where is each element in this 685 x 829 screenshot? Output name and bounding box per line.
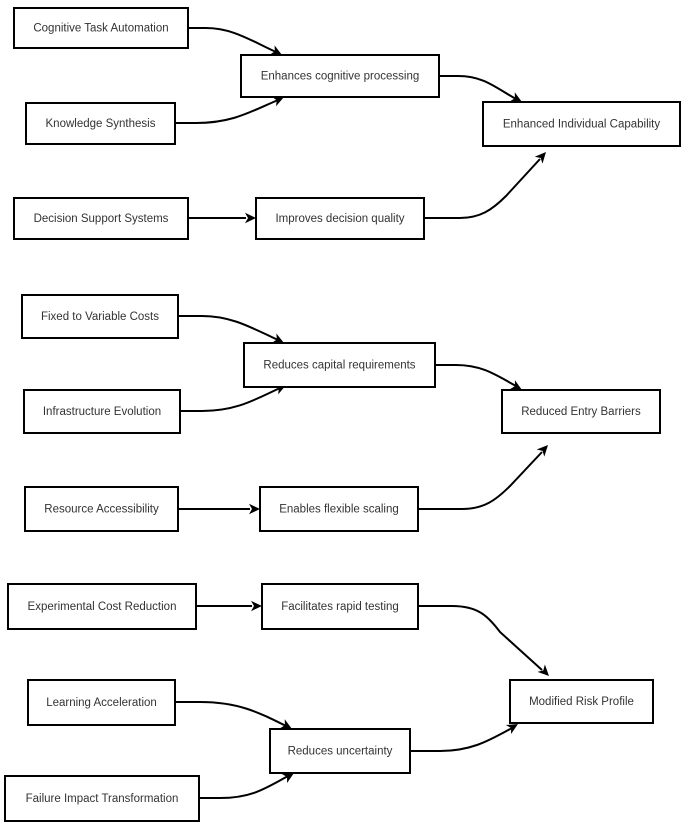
arrow-head-icon (281, 773, 294, 784)
node-label: Reduces capital requirements (263, 360, 415, 372)
arrow-head-icon (249, 503, 260, 515)
edge-experimental-cost-to-rapid-testing (196, 600, 262, 612)
edge-fixed-costs-to-reduces-capital (178, 315, 284, 343)
node-enables-flexible-scaling[interactable]: Enables flexible scaling (259, 486, 419, 532)
node-label: Experimental Cost Reduction (28, 601, 177, 613)
node-label: Modified Risk Profile (529, 696, 634, 708)
edge-line (175, 99, 279, 124)
node-label: Failure Impact Transformation (26, 793, 179, 805)
edge-decision-support-to-improves (188, 212, 256, 224)
node-label: Facilitates rapid testing (281, 601, 399, 613)
node-label: Cognitive Task Automation (33, 23, 168, 35)
edge-enhances-to-enhanced-capability (439, 75, 522, 102)
edge-rapid-testing-to-risk-profile (418, 605, 549, 676)
edge-line (188, 27, 277, 53)
node-fixed-to-variable-costs[interactable]: Fixed to Variable Costs (21, 294, 179, 339)
edge-line (418, 605, 543, 671)
node-reduces-capital-requirements[interactable]: Reduces capital requirements (243, 342, 436, 388)
edge-knowledge-synthesis-to-enhances (175, 96, 284, 124)
node-box[interactable] (261, 583, 419, 630)
node-label: Enhanced Individual Capability (503, 119, 661, 131)
edge-flexible-scaling-to-entry-barriers (418, 445, 548, 510)
arrow-head-icon (509, 380, 522, 390)
node-box[interactable] (259, 486, 419, 532)
cluster-risk-profile-cluster: Experimental Cost Reduction Facilitates r… (4, 583, 654, 822)
node-label: Enhances cognitive processing (261, 71, 420, 83)
arrow-head-icon (505, 724, 518, 735)
node-cognitive-task-automation[interactable]: Cognitive Task Automation (13, 7, 189, 49)
edge-learning-accel-to-reduces-uncertainty (175, 701, 292, 729)
node-label: Infrastructure Evolution (43, 406, 161, 418)
edge-line (418, 451, 543, 510)
node-label: Resource Accessibility (44, 504, 159, 516)
node-enhances-cognitive-processing[interactable]: Enhances cognitive processing (240, 54, 440, 98)
node-label: Learning Acceleration (46, 697, 157, 709)
arrow-head-icon (279, 719, 292, 729)
node-box[interactable] (4, 775, 200, 822)
node-learning-acceleration[interactable]: Learning Acceleration (27, 679, 176, 726)
node-box[interactable] (13, 197, 189, 240)
edge-line (178, 315, 279, 341)
edge-line (180, 387, 281, 412)
node-label: Fixed to Variable Costs (41, 311, 159, 323)
arrow-head-icon (251, 600, 262, 612)
edge-line (439, 75, 517, 100)
node-label: Knowledge Synthesis (46, 118, 156, 130)
arrow-head-icon (271, 333, 284, 343)
edge-line (410, 727, 513, 752)
edge-line (199, 775, 289, 799)
edge-reduces-capital-to-entry-barriers (435, 364, 522, 390)
node-label: Improves decision quality (275, 213, 404, 225)
node-box[interactable] (24, 486, 179, 532)
node-box[interactable] (255, 197, 425, 240)
node-box[interactable] (13, 7, 189, 49)
arrow-head-icon (245, 212, 256, 224)
node-box[interactable] (482, 101, 681, 147)
node-box[interactable] (509, 679, 654, 724)
node-box[interactable] (269, 728, 411, 774)
node-reduces-uncertainty[interactable]: Reduces uncertainty (269, 728, 411, 774)
arrow-head-icon (537, 664, 549, 676)
edge-failure-impact-to-reduces-uncertainty (199, 773, 294, 799)
edge-resource-access-to-flexible-scaling (178, 503, 260, 515)
node-failure-impact-transformation[interactable]: Failure Impact Transformation (4, 775, 200, 822)
node-box[interactable] (23, 389, 181, 434)
arrow-head-icon (536, 445, 548, 457)
node-enhanced-individual-capability[interactable]: Enhanced Individual Capability (482, 101, 681, 147)
node-box[interactable] (21, 294, 179, 339)
node-label: Reduced Entry Barriers (521, 406, 641, 418)
edge-improves-to-enhanced-capability (424, 152, 546, 219)
node-box[interactable] (27, 679, 176, 726)
arrow-head-icon (509, 92, 522, 102)
node-label: Decision Support Systems (34, 213, 169, 225)
node-box[interactable] (501, 389, 661, 434)
node-label: Reduces uncertainty (288, 746, 393, 758)
node-modified-risk-profile[interactable]: Modified Risk Profile (509, 679, 654, 724)
arrow-head-icon (271, 96, 284, 107)
node-improves-decision-quality[interactable]: Improves decision quality (255, 197, 425, 240)
node-reduced-entry-barriers[interactable]: Reduced Entry Barriers (501, 389, 661, 434)
edge-line (435, 364, 517, 387)
edge-line (175, 701, 287, 727)
node-box[interactable] (243, 342, 436, 388)
edge-line (424, 158, 541, 219)
edge-reduces-uncertainty-to-risk-profile (410, 724, 518, 752)
edge-cognitive-task-automation-to-enhances (188, 27, 282, 55)
node-box[interactable] (25, 102, 176, 145)
node-box[interactable] (7, 583, 197, 630)
node-knowledge-synthesis[interactable]: Knowledge Synthesis (25, 102, 176, 145)
node-box[interactable] (240, 54, 440, 98)
node-resource-accessibility[interactable]: Resource Accessibility (24, 486, 179, 532)
node-infrastructure-evolution[interactable]: Infrastructure Evolution (23, 389, 181, 434)
node-decision-support-systems[interactable]: Decision Support Systems (13, 197, 189, 240)
arrow-head-icon (534, 152, 546, 164)
node-experimental-cost-reduction[interactable]: Experimental Cost Reduction (7, 583, 197, 630)
arrow-head-icon (269, 45, 282, 55)
node-facilitates-rapid-testing[interactable]: Facilitates rapid testing (261, 583, 419, 630)
node-label: Enables flexible scaling (279, 504, 399, 516)
